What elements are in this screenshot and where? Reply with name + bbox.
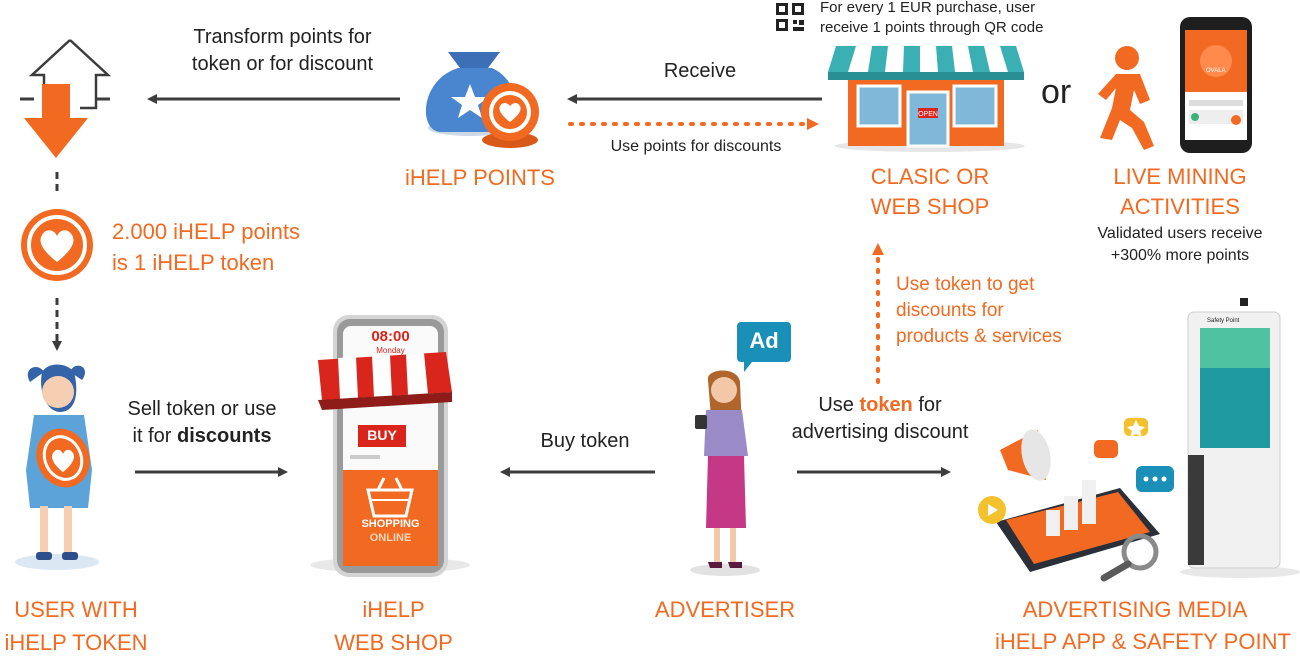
phone-time: 08:00	[371, 328, 410, 345]
advertising-media-title: ADVERTISING MEDIA iHELP APP & SAFETY POI…	[995, 597, 1291, 654]
clasic-shop-title: CLASIC OR WEB SHOP	[870, 164, 990, 219]
ad-bubble-icon	[737, 322, 791, 372]
money-bag-icon	[425, 52, 539, 148]
live-mining-title: LIVE MINING ACTIVITIES	[1113, 164, 1247, 219]
sell-token-label: Sell token or use it for discounts	[127, 398, 277, 447]
web-shop-phone-icon	[310, 315, 470, 577]
qr-note: For every 1 EUR purchase, user receive 1…	[820, 0, 1044, 36]
safety-point-kiosk-icon: Safety Point	[1180, 298, 1300, 578]
ihelp-points-title: iHELP POINTS	[405, 165, 555, 190]
qr-code-icon	[776, 3, 804, 31]
advertising-media-tablet-icon	[978, 418, 1174, 582]
phone-day: Monday	[376, 346, 405, 355]
receive-label: Receive	[663, 60, 737, 82]
user-with-token-title: USER WITH iHELP TOKEN	[4, 597, 148, 655]
or-label: or	[1041, 73, 1072, 111]
validated-users-note: Validated users receive +300% more point…	[1097, 225, 1263, 264]
user-girl-icon	[15, 364, 99, 570]
phone-shopping-label: SHOPPING	[361, 518, 420, 530]
svg-text:Safety Point: Safety Point	[1207, 318, 1240, 324]
runner-icon	[1098, 46, 1154, 150]
svg-text:OPEN: OPEN	[918, 111, 938, 118]
advertiser-title: ADVERTISER	[654, 597, 796, 622]
heart-coin-icon	[21, 209, 93, 281]
mobile-app-phone-icon: OVALA	[1180, 17, 1252, 153]
transform-label: Transform points for token or for discou…	[191, 26, 374, 75]
phone-online-label: ONLINE	[369, 532, 412, 544]
ad-bubble-text: Ad	[749, 328, 779, 353]
advertiser-woman-icon	[690, 370, 760, 576]
ihelp-web-shop-title: iHELP WEB SHOP	[334, 597, 453, 655]
use-token-discounts-note: Use token to get discounts for products …	[896, 274, 1062, 347]
transform-arrows-icon	[20, 39, 112, 158]
phone-buy-button: BUY	[367, 427, 397, 443]
use-token-advertising-label: Use token for advertising discount	[791, 394, 969, 443]
shop-icon: OPEN	[828, 46, 1025, 152]
buy-token-label: Buy token	[540, 430, 630, 452]
svg-text:OVALA: OVALA	[1206, 68, 1226, 74]
use-points-label: Use points for discounts	[610, 138, 782, 155]
points-to-token-note: 2.000 iHELP points is 1 iHELP token	[112, 219, 300, 275]
